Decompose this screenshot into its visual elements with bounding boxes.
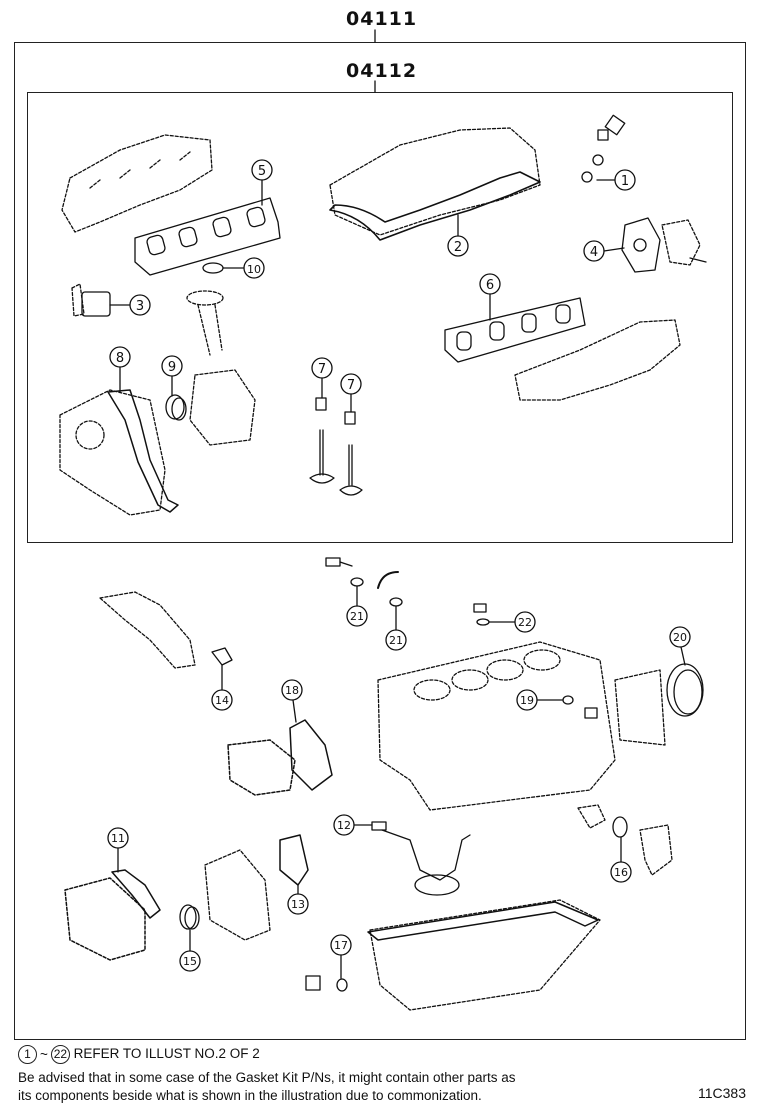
callout-1-label: 1	[621, 174, 629, 189]
callout-21b-label: 21	[389, 634, 403, 647]
callout-6-label: 6	[486, 278, 494, 293]
callout-21b: 21	[385, 605, 407, 651]
cylinder-head-cover-outline	[329, 127, 541, 236]
oil-pan-outline	[369, 899, 601, 1011]
chain-case-outline	[204, 849, 271, 941]
callout-13-label: 13	[291, 898, 305, 911]
callout-17: 17	[330, 934, 352, 979]
callout-7b: 7	[340, 373, 362, 413]
callout-15-label: 15	[183, 955, 197, 968]
callout-9: 9	[161, 355, 183, 397]
callout-17-label: 17	[334, 939, 348, 952]
callout-2-label: 2	[454, 240, 462, 255]
callout-14: 14	[211, 664, 233, 711]
oil-seal-9	[165, 394, 187, 421]
exhaust-manifold-outline	[61, 134, 213, 233]
timing-cover-gasket	[107, 389, 179, 513]
callout-20: 20	[669, 626, 691, 666]
advisory-line-1: Be advised that in some case of the Gask…	[18, 1070, 516, 1085]
washer-19	[562, 695, 598, 719]
callout-18-label: 18	[285, 684, 299, 697]
oil-seal-16	[577, 804, 673, 876]
range-separator: ~	[40, 1047, 48, 1062]
callout-7b-label: 7	[347, 378, 355, 393]
range-end-circle: 22	[50, 1045, 70, 1064]
callout-10: 10	[222, 257, 265, 279]
callout-5-label: 5	[258, 164, 266, 179]
water-inlet-gasket	[621, 217, 707, 273]
drain-plug-17	[305, 975, 348, 992]
valve-stem-seals-and-valves	[309, 397, 363, 496]
water-pump-gasket	[227, 719, 333, 796]
callout-22-label: 22	[518, 616, 532, 629]
callout-13: 13	[287, 884, 309, 915]
refer-text: REFER TO ILLUST NO.2 OF 2	[73, 1046, 260, 1062]
oil-level-gauge-guide	[186, 290, 256, 446]
intake-manifold-outline	[514, 319, 681, 401]
kit-number-inner: 04112	[346, 60, 418, 82]
callout-2: 2	[447, 214, 469, 257]
small-gasket-3	[71, 283, 111, 317]
oil-seal-15	[179, 904, 200, 930]
callout-4: 4	[583, 240, 625, 262]
callout-19-label: 19	[520, 694, 534, 707]
gasket-13	[279, 834, 309, 886]
kit-number-outer: 04111	[346, 8, 418, 30]
callout-16: 16	[610, 836, 632, 883]
callout-4-label: 4	[590, 245, 598, 260]
callout-8-label: 8	[116, 351, 124, 366]
callout-21a-label: 21	[350, 610, 364, 623]
callout-6: 6	[479, 273, 501, 321]
cylinder-block-outline	[377, 641, 616, 811]
timing-cover-gasket-11	[64, 869, 161, 961]
oil-strainer	[371, 821, 471, 896]
callout-1: 1	[596, 169, 636, 191]
outer-kit-frame	[14, 42, 746, 1040]
callout-8: 8	[109, 346, 131, 393]
callout-7a: 7	[311, 357, 333, 399]
callout-5: 5	[251, 159, 273, 206]
range-start-circle: 1	[18, 1045, 37, 1064]
callout-16-label: 16	[614, 866, 628, 879]
head-cover-gasket	[329, 171, 541, 241]
advisory-line-2: its components beside what is shown in t…	[18, 1088, 482, 1103]
callout-15: 15	[179, 929, 201, 972]
callout-20-label: 20	[673, 631, 687, 644]
refer-note: 1~22 REFER TO ILLUST NO.2 OF 2	[18, 1045, 260, 1064]
water-outlet-outline	[99, 591, 196, 669]
bolts-and-pipe	[325, 557, 490, 626]
callout-11-label: 11	[111, 832, 125, 845]
callout-14-label: 14	[215, 694, 229, 707]
intake-manifold-gasket	[444, 297, 586, 363]
oil-pan-gasket	[367, 901, 599, 941]
callout-22: 22	[488, 611, 536, 633]
callout-7a-label: 7	[318, 362, 326, 377]
callout-3-label: 3	[136, 299, 144, 314]
callout-9-label: 9	[168, 360, 176, 375]
callout-18: 18	[281, 679, 303, 723]
ring-10	[202, 262, 224, 274]
callouts: 1 2 3 4 5 6 7 7 8 9 10 21 21 22 20 14 18…	[107, 159, 691, 979]
callout-12: 12	[333, 814, 373, 836]
callout-3: 3	[109, 294, 151, 316]
spark-plug-tube-part	[581, 114, 626, 183]
callout-21a: 21	[346, 585, 368, 627]
inner-kit-frame	[27, 92, 733, 543]
oil-seal-20	[614, 663, 704, 746]
timing-cover-outline	[59, 389, 166, 516]
gasket-14	[211, 647, 233, 666]
callout-11: 11	[107, 827, 129, 873]
illustration-ref-code: 11C383	[697, 1085, 746, 1101]
callout-12-label: 12	[337, 819, 351, 832]
callout-19: 19	[516, 689, 563, 711]
exhaust-manifold-gasket	[134, 197, 281, 276]
callout-10-label: 10	[247, 263, 261, 276]
